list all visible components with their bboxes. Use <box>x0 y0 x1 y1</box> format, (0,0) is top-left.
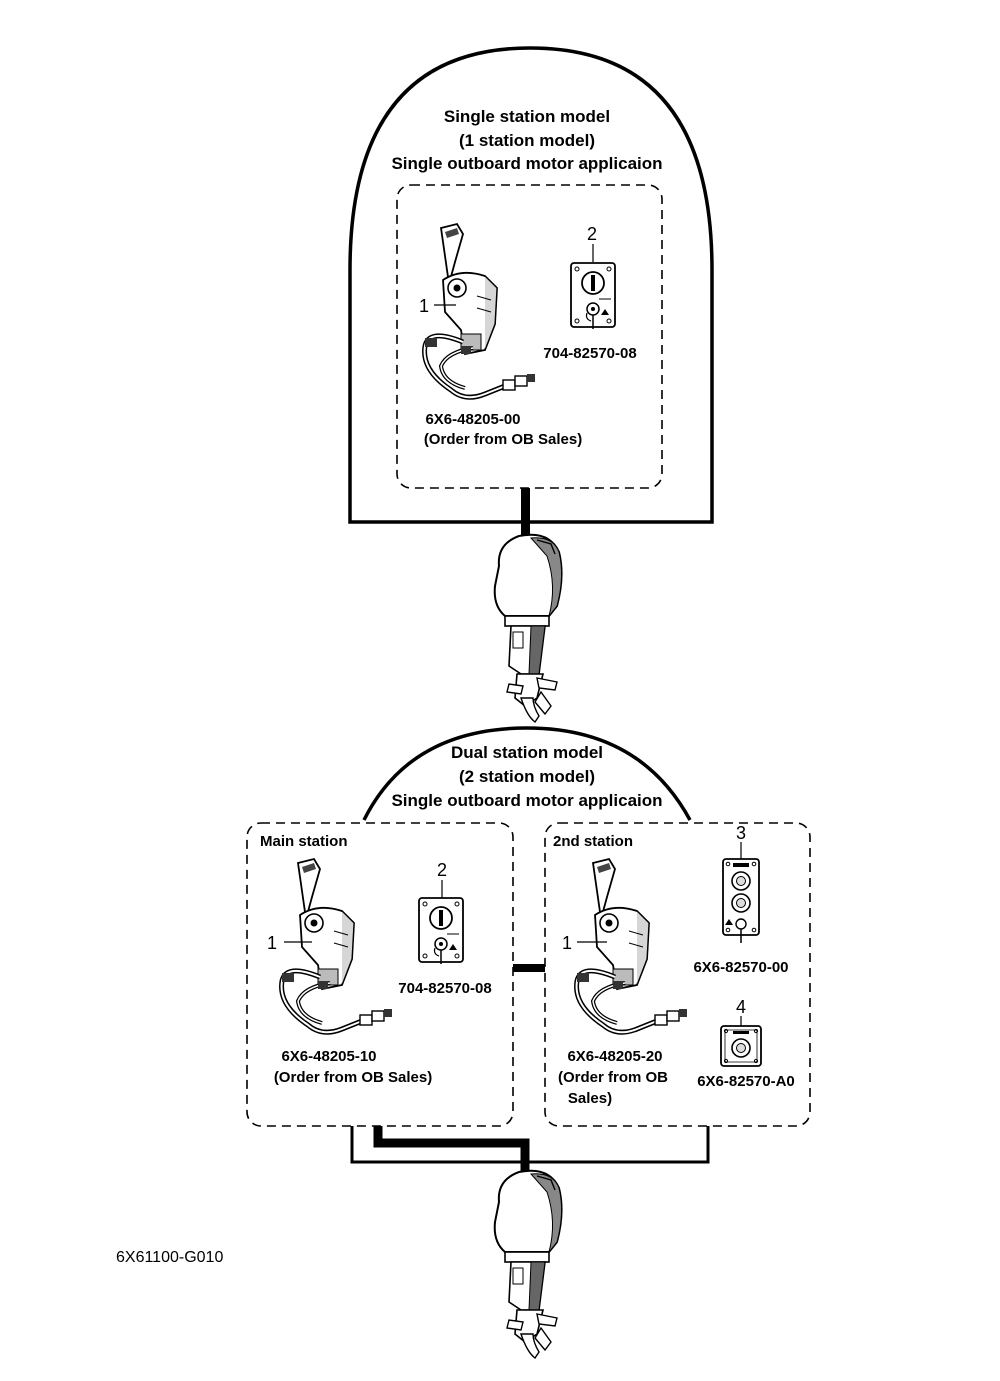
single-station-outline <box>348 46 714 524</box>
single-title-line3: Single outboard motor applicaion <box>391 154 662 173</box>
single-remote-control <box>425 224 535 397</box>
second-callout-panel4: 4 <box>736 997 746 1017</box>
second-control-part-number: 6X6-48205-20 <box>567 1048 662 1065</box>
main-harness-route <box>373 1126 530 1180</box>
single-title-line2: (1 station model) <box>459 131 595 150</box>
dual-title-line1: Dual station model <box>451 743 603 762</box>
single-main-switch-panel <box>570 262 616 330</box>
main-switch-part-number: 704-82570-08 <box>398 980 491 997</box>
main-station-label: Main station <box>260 833 348 850</box>
dual-station-arch <box>362 726 692 821</box>
second-panel3-part-number: 6X6-82570-00 <box>693 959 788 976</box>
dual-harness-bracket <box>350 1126 710 1164</box>
main-callout-switch: 2 <box>437 860 447 880</box>
station-connector <box>513 964 545 972</box>
second-panel4-part-number: 6X6-82570-A0 <box>697 1073 795 1090</box>
second-station-label: 2nd station <box>553 833 633 850</box>
second-callout-control: 1 <box>562 933 572 953</box>
second-single-button-panel <box>720 1025 762 1067</box>
dual-outboard-motor <box>493 1169 563 1359</box>
single-harness-link <box>521 488 530 543</box>
single-control-part-number: 6X6-48205-00 <box>425 411 520 428</box>
second-dual-switch-panel <box>722 858 760 944</box>
single-control-note: (Order from OB Sales) <box>424 431 582 448</box>
single-equipment-frame <box>396 184 663 489</box>
main-callout-control: 1 <box>267 933 277 953</box>
dual-title-line3: Single outboard motor applicaion <box>391 791 662 810</box>
main-remote-control <box>282 859 392 1032</box>
figure-code: 6X61100-G010 <box>116 1249 223 1266</box>
single-callout-control: 1 <box>419 296 429 316</box>
dual-title-line2: (2 station model) <box>459 767 595 786</box>
second-callout-panel3: 3 <box>736 823 746 843</box>
single-title-line1: Single station model <box>444 107 610 126</box>
single-outboard-motor <box>493 533 563 723</box>
second-station-frame <box>544 822 811 1127</box>
single-callout-switch: 2 <box>587 224 597 244</box>
second-control-note-line1: (Order from OB <box>558 1069 668 1086</box>
main-control-note: (Order from OB Sales) <box>274 1069 432 1086</box>
second-control-note-line2: Sales) <box>568 1090 612 1107</box>
main-switch-panel <box>418 897 464 965</box>
single-switch-part-number: 704-82570-08 <box>543 345 636 362</box>
main-control-part-number: 6X6-48205-10 <box>281 1048 376 1065</box>
second-remote-control <box>577 859 687 1032</box>
